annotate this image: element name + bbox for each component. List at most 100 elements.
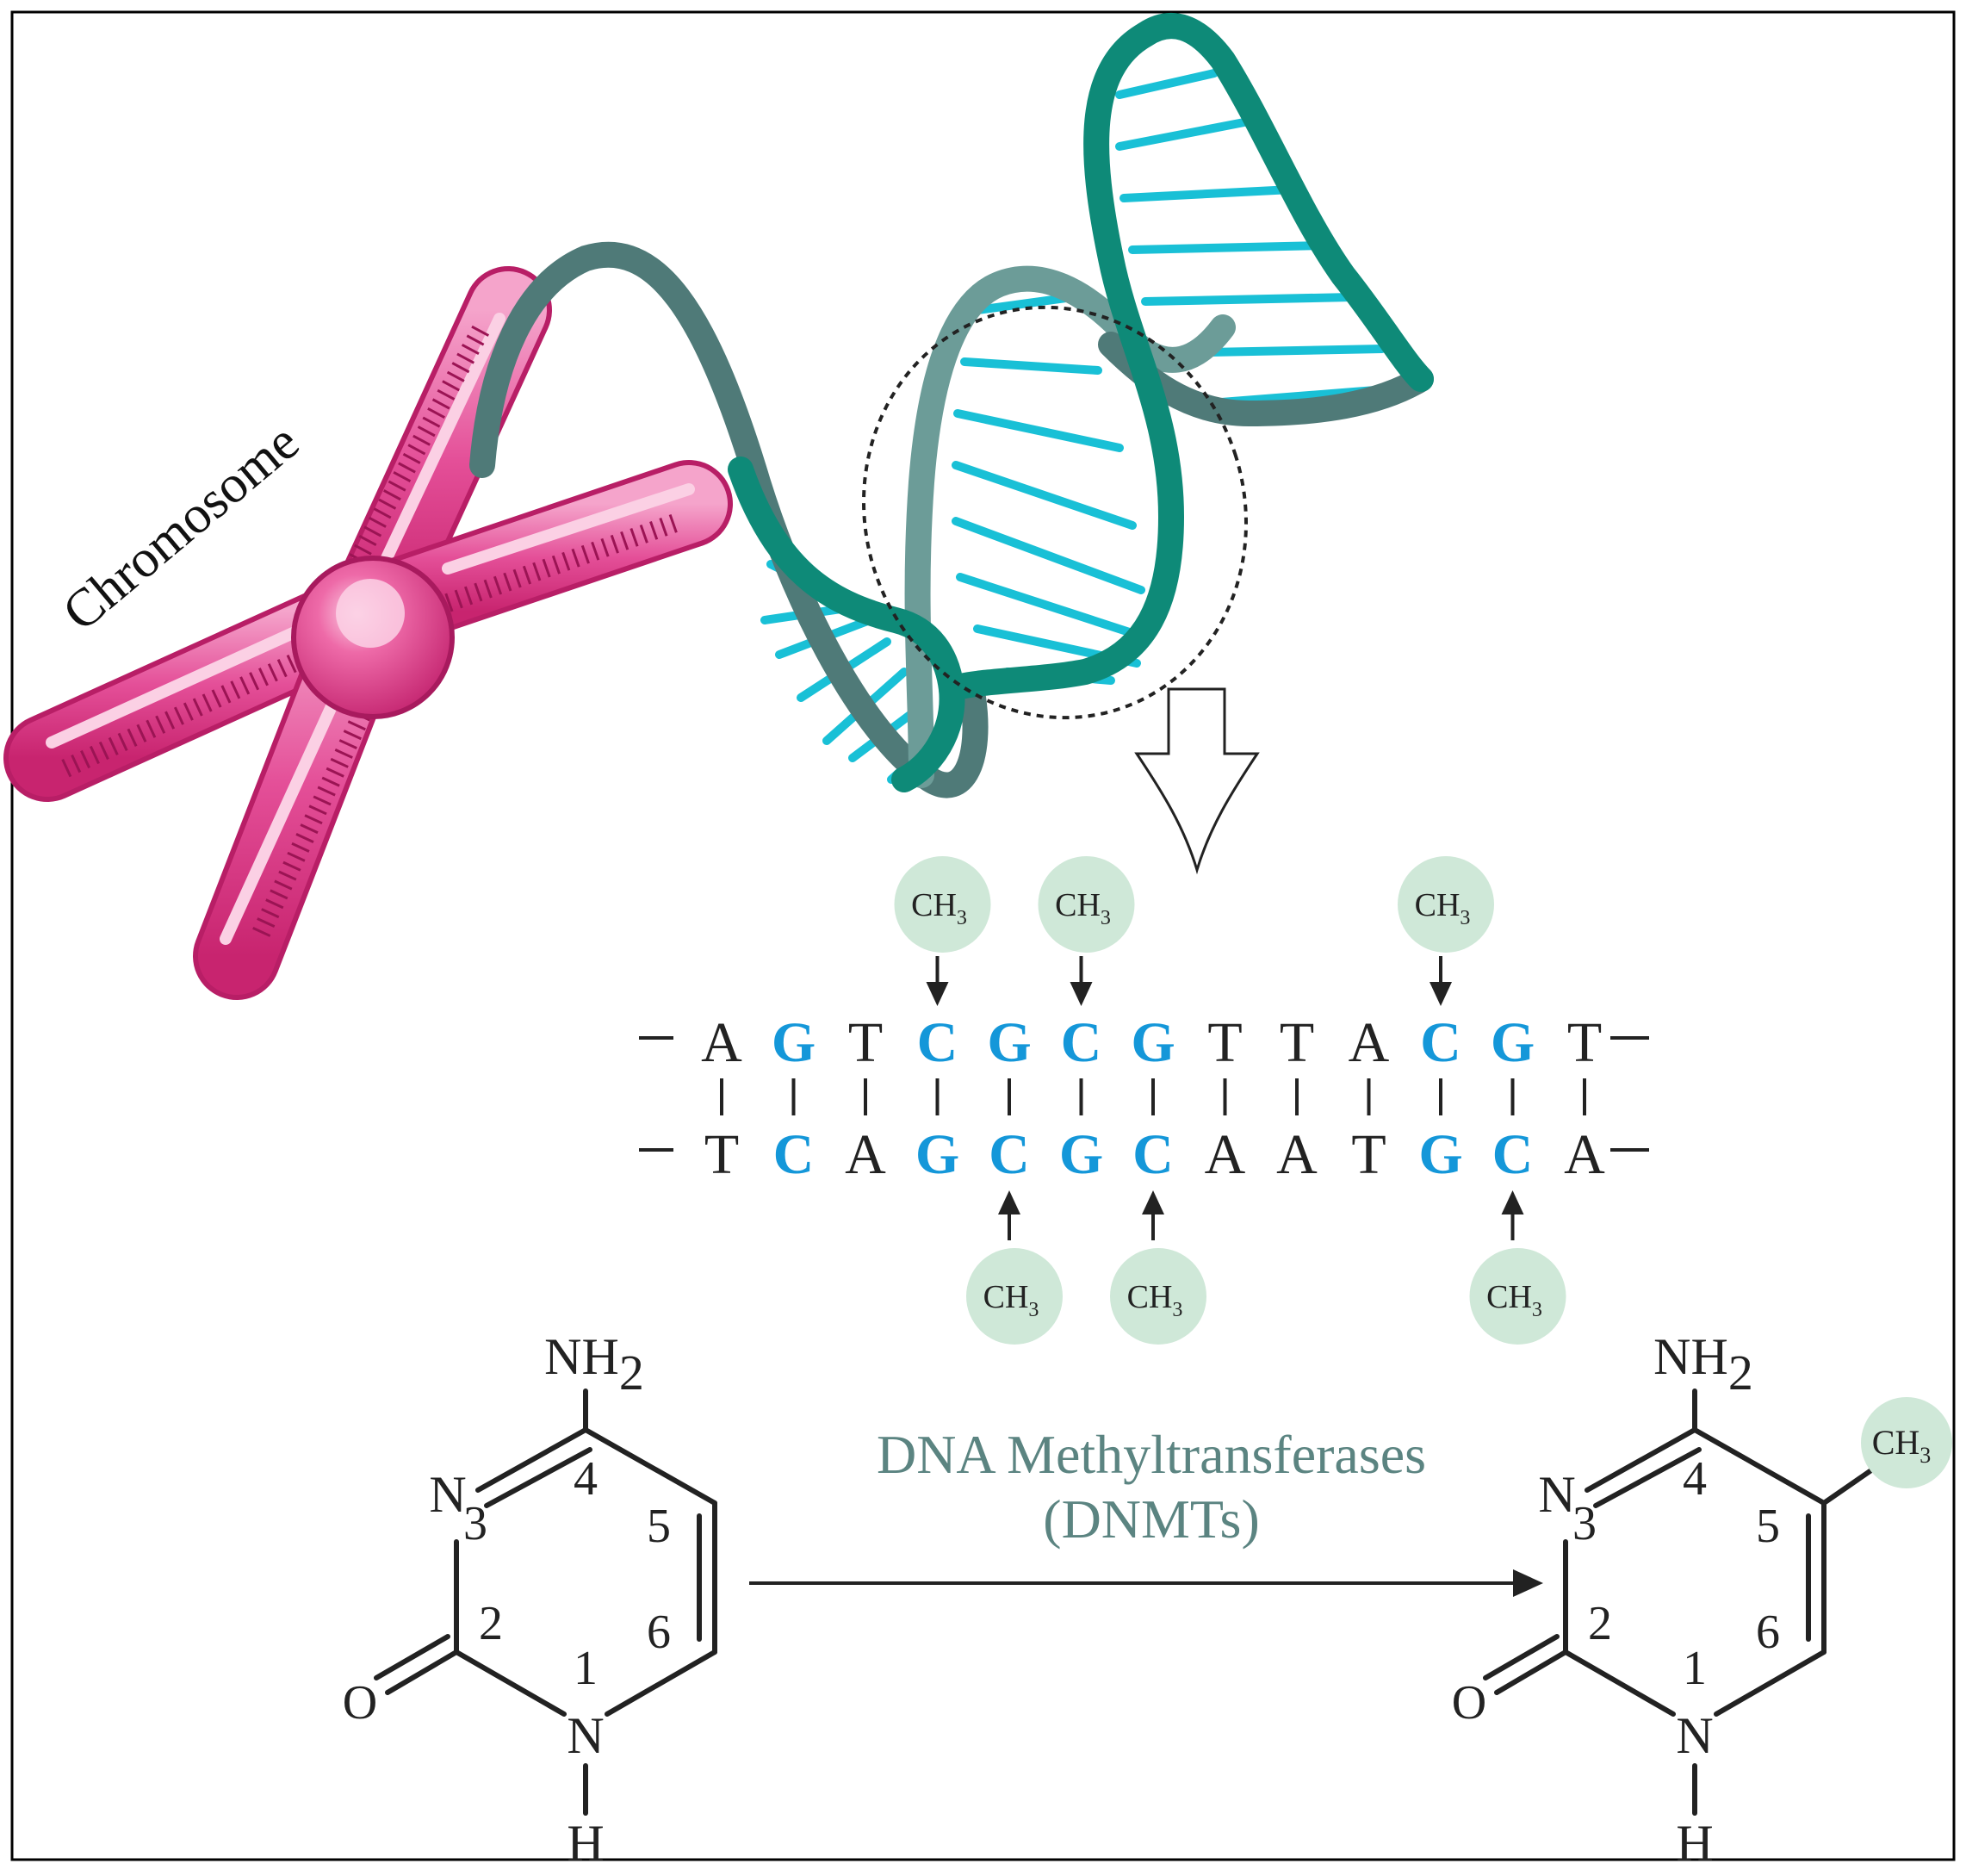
dna-backbone-front-middle [939,22,1185,702]
bond-n1-c2 [454,1649,567,1717]
bond-n3-c4 [1585,1427,1697,1493]
methyl-label: CH3 [911,887,967,929]
methyl-label: CH3 [1486,1279,1542,1321]
h-atom: H [1676,1815,1713,1872]
position-2: 2 [479,1597,503,1650]
bottom-strand-base: G [1418,1123,1462,1186]
bond-c4-c5 [583,1427,717,1506]
methyl-arrowhead-top [1430,982,1452,1006]
position-6: 6 [1756,1606,1780,1659]
enzyme-label: DNA Methyltransferases [877,1424,1426,1485]
bottom-strand-base: G [915,1123,959,1186]
position-5: 5 [647,1500,671,1553]
zoom-down-arrow [1134,687,1260,875]
top-strand-base: A [701,1011,742,1074]
bond-n3-c4-double [484,1447,592,1508]
position-5: 5 [1756,1500,1780,1553]
centromere-highlight [336,579,405,648]
amine-label: NH2 [544,1328,644,1401]
bond-c2-o-double [1483,1634,1560,1680]
bottom-strand-base: A [1276,1123,1318,1186]
methyl-arrowhead-top [1070,982,1093,1006]
top-strand-base: G [1131,1011,1175,1074]
enzyme-abbrev-label: (DNMTs) [1043,1488,1260,1550]
bottom-strand-base: T [704,1123,739,1186]
methyl-circle [1469,1248,1566,1345]
methyl-circle [894,856,991,953]
bottom-strand-base: T [1351,1123,1386,1186]
top-strand-base: C [1420,1011,1461,1074]
methyl-circle [1110,1248,1206,1345]
reaction-arrow-head [1513,1569,1543,1597]
position-1: 1 [1683,1642,1707,1695]
methyl-group-top: CH3 [894,856,991,953]
top-strand-base: T [1207,1011,1242,1074]
chromosome-label: Chromosome [52,413,310,643]
top-strand-base: C [917,1011,958,1074]
n1-atom: N [1676,1707,1713,1764]
bottom-strand-base: G [1059,1123,1103,1186]
bottom-strand-base: A [1205,1123,1246,1186]
methyl-group-bottom: CH3 [1110,1248,1206,1345]
dna-double-helix [469,13,1434,798]
methyl-arrowhead-bottom [1501,1190,1524,1214]
position-1: 1 [574,1642,598,1695]
bottom-strand-base: A [845,1123,886,1186]
bond-c2-o [1494,1649,1568,1695]
bond-c6-n1 [605,1649,717,1717]
n3-atom: N [429,1466,466,1523]
methyl-arrowhead-bottom [998,1190,1020,1214]
chromosome-illustration [3,266,733,1000]
methyl-circle [966,1248,1063,1345]
methyl-arrowhead-top [926,982,949,1006]
bottom-strand-base: C [1132,1123,1174,1186]
methyl-circle [1861,1397,1952,1488]
n1-atom: N [567,1707,604,1764]
dna-backbone-front-upper [1132,13,1434,392]
amine-label: NH2 [1653,1328,1753,1401]
bottom-strand-base: A [1564,1123,1605,1186]
bottom-strand-base: C [989,1123,1030,1186]
bottom-strand-base: C [1492,1123,1534,1186]
frame-border [10,10,1956,1861]
methyl-label: CH3 [1055,887,1111,929]
bond-c4-c5 [1692,1427,1826,1506]
position-4: 4 [574,1452,598,1506]
top-strand-base: T [848,1011,883,1074]
top-strand-base: G [987,1011,1031,1074]
position-3: 3 [1572,1497,1597,1550]
top-strand-base: G [1491,1011,1535,1074]
bond-c2-o [385,1649,459,1695]
bond-n3-c4 [475,1427,588,1493]
methyl-circle [1038,856,1135,953]
bond-c6-n1 [1714,1649,1826,1717]
top-strand-base: A [1349,1011,1390,1074]
dna-backbone-front-lower [728,457,965,792]
n3-atom: N [1538,1466,1575,1523]
h-atom: H [567,1815,604,1872]
methyl-label: CH3 [983,1279,1039,1321]
bottom-strand-base: C [773,1123,815,1186]
bond-n1-c2 [1563,1649,1676,1717]
magnify-ellipse [862,305,1248,720]
bond-n3-c4-double [1593,1447,1702,1508]
top-strand-base: C [1061,1011,1102,1074]
methyl-group-top: CH3 [1038,856,1135,953]
methyl-group-top: CH3 [1398,856,1494,953]
position-4: 4 [1683,1452,1707,1506]
position-3: 3 [463,1497,487,1550]
methyl-circle [1398,856,1494,953]
methyl-label: CH3 [1415,887,1471,929]
o-atom: O [343,1676,377,1730]
methyl-group-bottom: CH3 [966,1248,1063,1345]
methyl-label: CH3 [1127,1279,1183,1321]
position-6: 6 [647,1606,671,1659]
o-atom: O [1452,1676,1486,1730]
position-2: 2 [1588,1597,1612,1650]
methyl-arrowhead-bottom [1142,1190,1164,1214]
